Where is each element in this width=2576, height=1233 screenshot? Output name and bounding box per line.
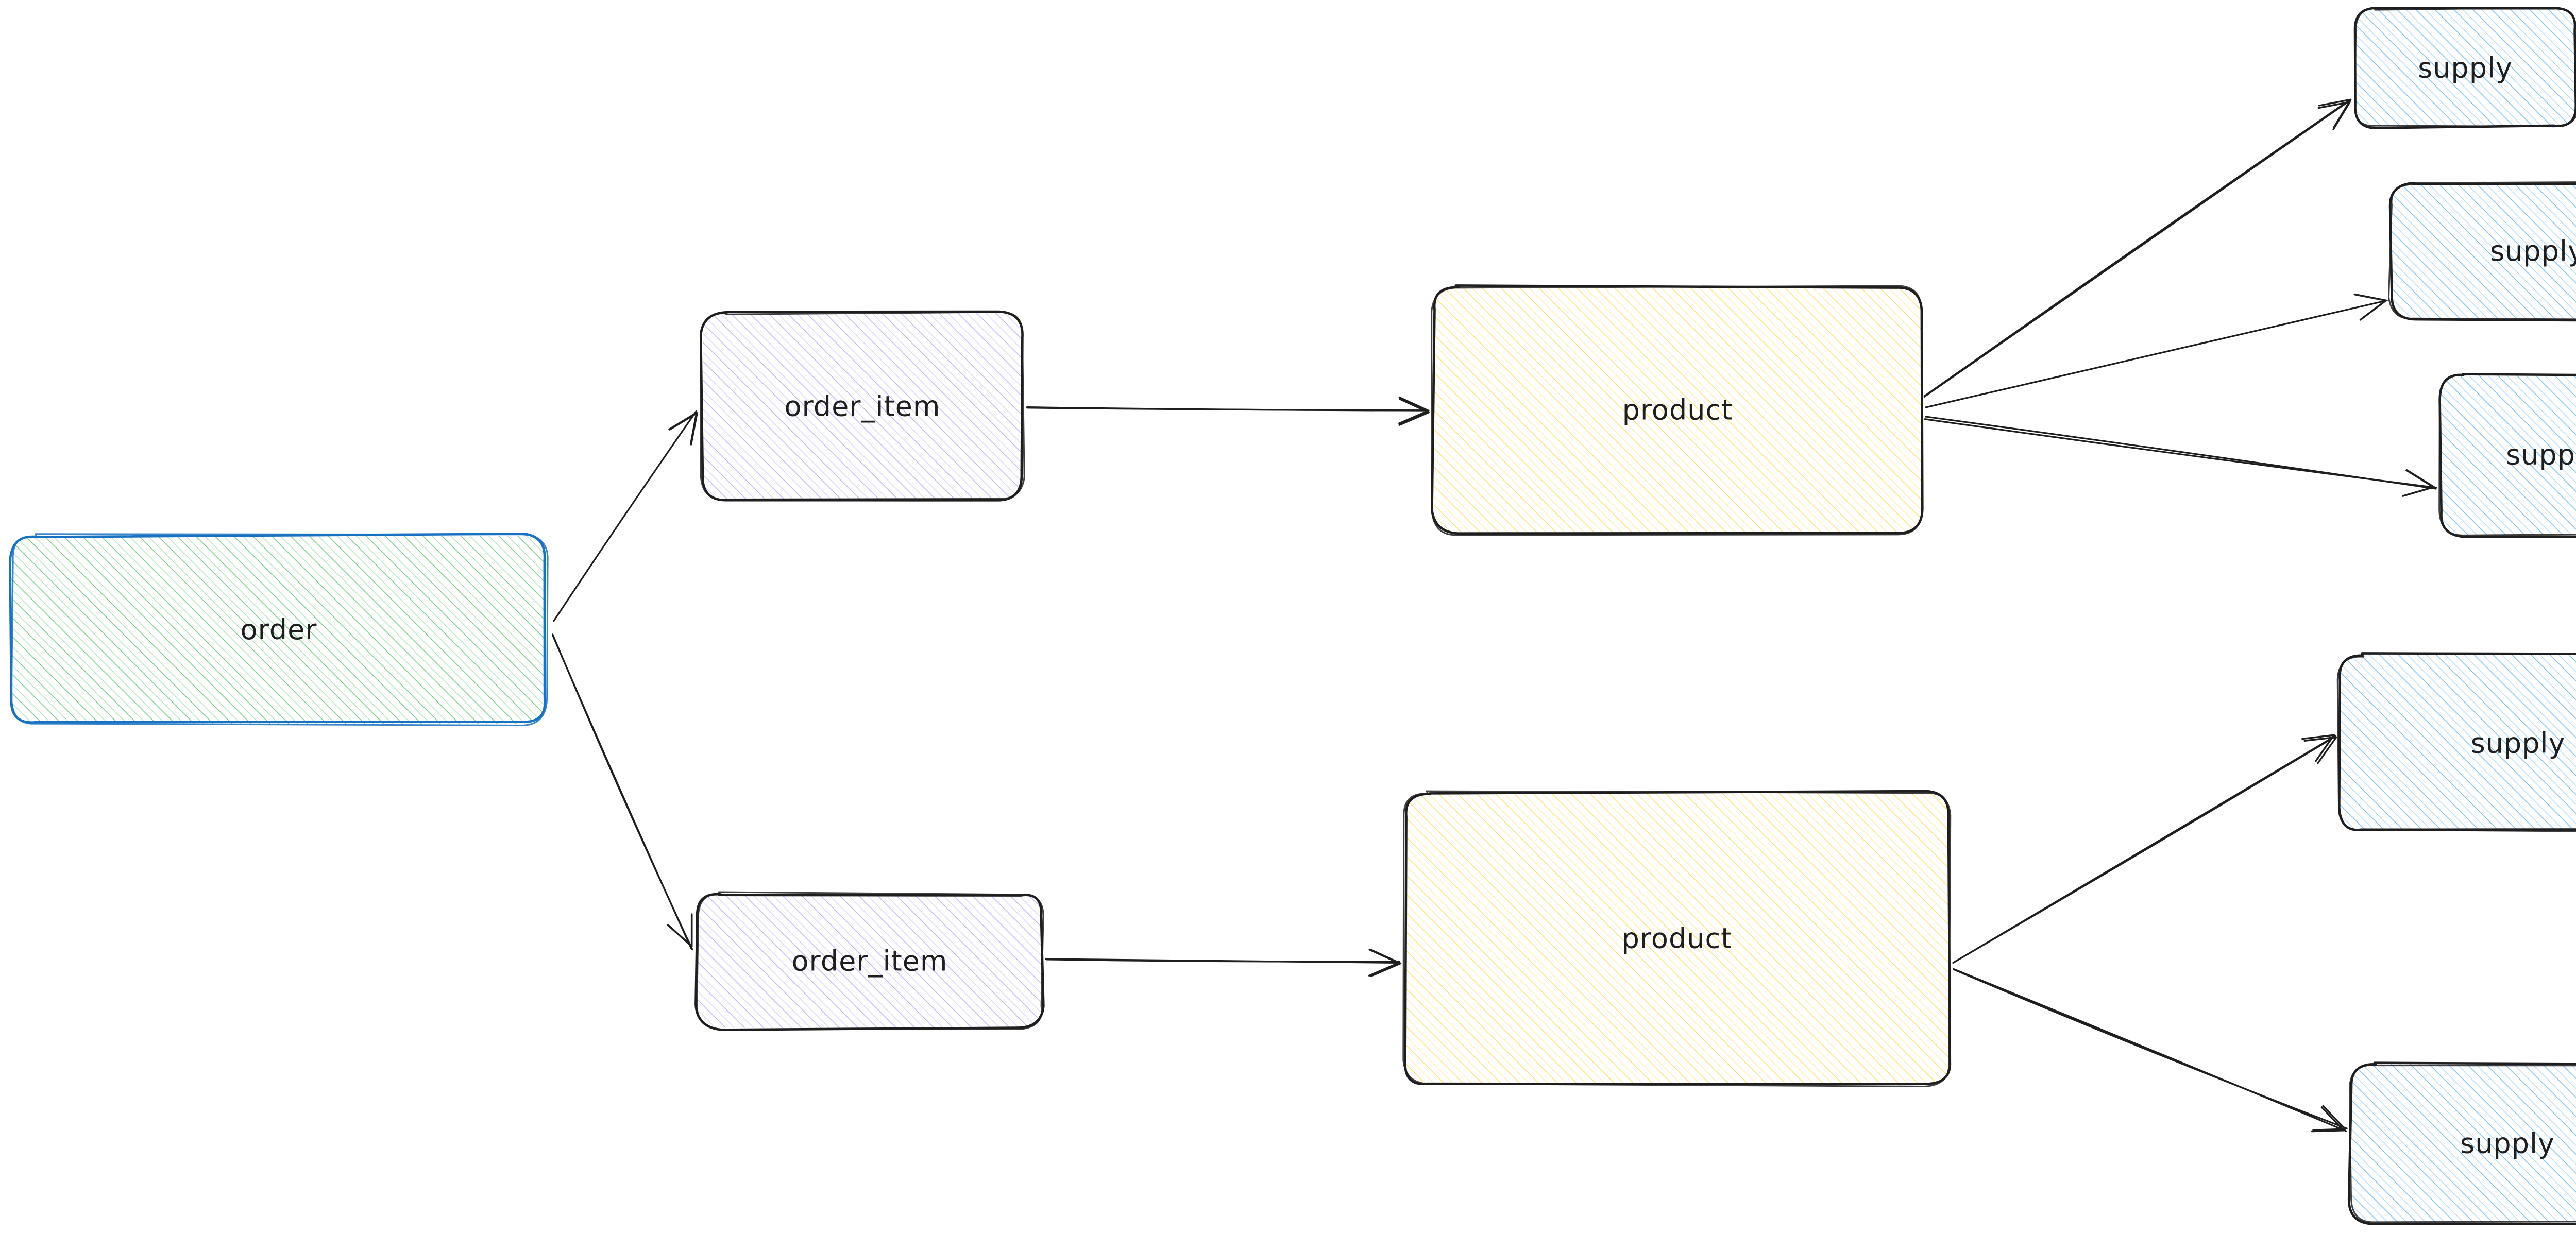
- edge-order_item_top-to-product_top[interactable]: [1026, 396, 1430, 426]
- edge-line: [1925, 299, 2388, 408]
- arrow-head-icon: [2317, 101, 2351, 130]
- node-fill: [695, 894, 1043, 1030]
- node-label: supply: [2418, 52, 2513, 84]
- node-fill: [702, 312, 1024, 500]
- edge-line: [1026, 407, 1428, 412]
- edge-line: [1952, 968, 2348, 1129]
- node-outline: [2387, 181, 2576, 320]
- arrow-head-icon: [668, 412, 698, 445]
- node-label: supply: [2471, 727, 2566, 760]
- node-label: product: [1622, 922, 1733, 955]
- node-fill: [2338, 654, 2576, 831]
- arrow-head-icon: [2303, 736, 2337, 764]
- node-supply_2[interactable]: supply: [2387, 181, 2576, 322]
- edge-order-to-order_item_bottom[interactable]: [552, 633, 693, 951]
- edge-product_bottom-to-supply_4[interactable]: [1952, 734, 2337, 964]
- node-product_bottom[interactable]: product: [1402, 790, 1952, 1087]
- node-fill: [2353, 8, 2576, 128]
- node-outline: [1431, 285, 1923, 536]
- node-label: supply: [2490, 235, 2576, 267]
- node-layer: orderorder_itemorder_itemproductproducts…: [9, 7, 2576, 1225]
- node-fill: [1433, 286, 1923, 535]
- edge-line: [1923, 100, 2349, 397]
- node-outline: [2348, 1063, 2576, 1223]
- arrow-head-icon: [667, 914, 693, 948]
- node-fill: [10, 535, 547, 724]
- arrow-head-icon: [2311, 1106, 2345, 1133]
- node-supply_1[interactable]: supply: [2353, 7, 2576, 129]
- edge-order-to-order_item_top[interactable]: [553, 410, 698, 622]
- node-outline: [700, 311, 1025, 501]
- node-outline: [2354, 7, 2576, 128]
- node-fill: [2389, 181, 2576, 319]
- edge-product_top-to-supply_2[interactable]: [1925, 293, 2388, 408]
- arrow-head-icon: [2301, 734, 2335, 762]
- node-supply_5[interactable]: supply: [2347, 1061, 2576, 1225]
- node-outline: [10, 533, 549, 726]
- node-supply_3[interactable]: supply: [2438, 373, 2576, 538]
- arrow-head-icon: [1398, 396, 1430, 424]
- node-label: order_item: [792, 945, 948, 978]
- node-product_top[interactable]: product: [1431, 284, 1924, 536]
- arrow-head-icon: [1368, 949, 1400, 977]
- edge-line: [553, 410, 697, 622]
- arrow-head-icon: [1398, 398, 1430, 426]
- node-fill: [2349, 1063, 2576, 1224]
- node-order_item_bottom[interactable]: order_item: [694, 891, 1045, 1031]
- edge-line: [1045, 958, 1399, 964]
- arrow-head-icon: [2402, 469, 2435, 497]
- arrow-head-icon: [2312, 1105, 2346, 1131]
- edge-layer: [552, 98, 2437, 1133]
- edge-line: [552, 633, 693, 951]
- edge-order_item_bottom-to-product_bottom[interactable]: [1045, 949, 1402, 977]
- node-outline: [2336, 652, 2576, 832]
- node-label: product: [1622, 394, 1733, 426]
- node-label: order: [241, 613, 317, 646]
- node-supply_4[interactable]: supply: [2336, 652, 2576, 832]
- node-fill: [2439, 373, 2576, 535]
- node-label: supply: [2460, 1127, 2555, 1160]
- node-label: order_item: [785, 390, 941, 423]
- edge-line: [1924, 418, 2437, 489]
- node-outline: [9, 533, 546, 724]
- node-label: supply: [2506, 439, 2576, 471]
- edge-product_top-to-supply_3[interactable]: [1924, 416, 2437, 497]
- edge-line: [1953, 968, 2347, 1132]
- node-order[interactable]: order: [9, 533, 549, 726]
- node-outline: [696, 891, 1044, 1031]
- edge-line: [1953, 735, 2336, 963]
- node-order_item_top[interactable]: order_item: [699, 310, 1025, 502]
- node-fill: [1404, 792, 1951, 1085]
- node-outline: [2438, 373, 2576, 536]
- node-outline: [1402, 790, 1952, 1087]
- arrow-head-icon: [2353, 293, 2387, 321]
- edge-product_bottom-to-supply_5[interactable]: [1952, 968, 2348, 1133]
- edge-product_top-to-supply_1[interactable]: [1923, 98, 2352, 398]
